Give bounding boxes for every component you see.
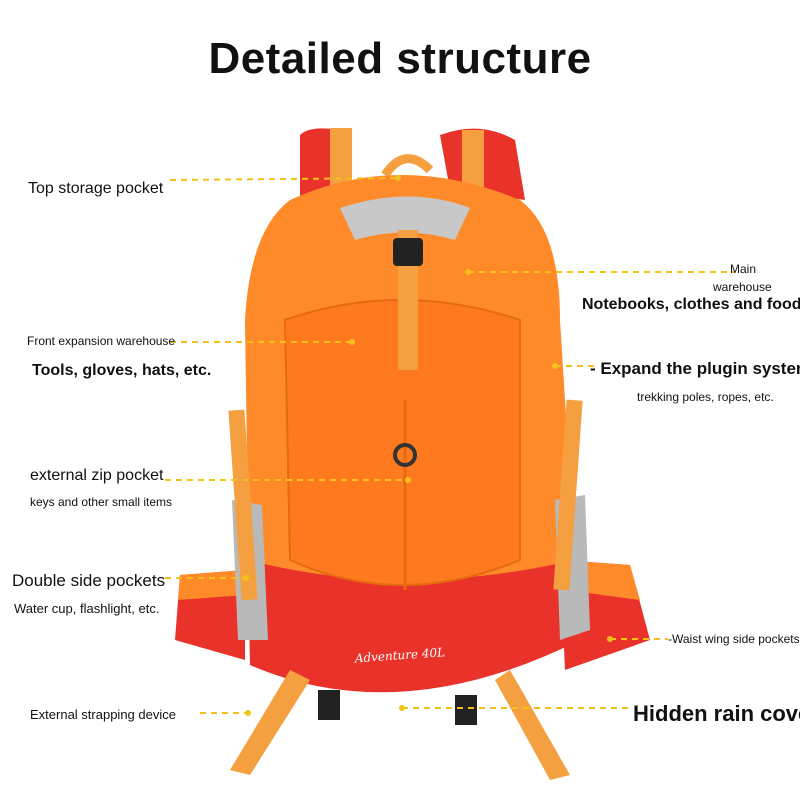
label-strapping: External strapping device: [30, 707, 176, 722]
front-panel: [283, 299, 521, 586]
bottom-strap-left: [230, 670, 310, 775]
label-side-pockets: Double side pockets: [12, 571, 166, 590]
model-text: Adventure 40L: [353, 645, 445, 665]
label-rain-cover: Hidden rain cover: [633, 701, 800, 726]
leader-lines: [165, 177, 735, 714]
bottom-buckle-left: [318, 690, 340, 720]
label-side-pockets-sub: Water cup, flashlight, etc.: [14, 601, 160, 616]
leader-dots: [243, 175, 613, 716]
strap-webbing-left: [330, 128, 352, 188]
label-waist-wing: -Waist wing side pockets: [668, 632, 800, 646]
top-gray-panel: [340, 196, 470, 240]
label-zip-pocket-sub: keys and other small items: [30, 495, 173, 509]
side-strap-left: [228, 409, 258, 601]
leader-top-pocket: [169, 177, 399, 181]
top-handle: [381, 154, 434, 178]
page-title: Detailed structure: [208, 34, 592, 83]
zip-pull: [393, 443, 417, 467]
label-main-1: Main: [730, 262, 757, 276]
backpack-bottom: [248, 560, 580, 693]
strap-webbing-right: [462, 130, 484, 190]
bottom-buckle-right: [455, 695, 477, 725]
label-zip-pocket: external zip pocket: [30, 467, 164, 484]
label-plugin-system: - Expand the plugin system: [590, 359, 800, 378]
label-front-expansion: Front expansion warehouse: [27, 334, 176, 348]
center-buckle: [393, 238, 423, 266]
label-top-pocket: Top storage pocket: [28, 180, 164, 197]
label-main-sub: Notebooks, clothes and food: [582, 296, 800, 313]
label-main-2: warehouse: [713, 280, 772, 294]
side-strap-right: [553, 399, 583, 591]
waist-wing-left-top: [178, 570, 245, 600]
bottom-strap-right: [495, 670, 570, 780]
label-plugin-system-sub: trekking poles, ropes, etc.: [637, 390, 774, 404]
label-front-expansion-sub: Tools, gloves, hats, etc.: [32, 362, 212, 379]
